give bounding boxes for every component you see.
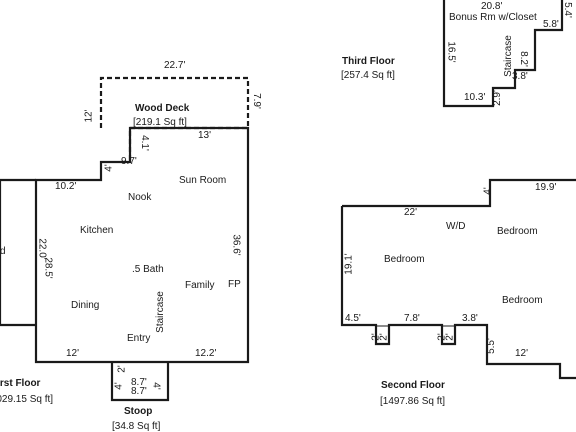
dim-third-2-9: 2.9' <box>491 90 503 106</box>
room-bonus: Bonus Rm w/Closet <box>449 12 537 23</box>
dim-first-10-2: 10.2' <box>55 181 77 192</box>
second-floor-title: Second Floor <box>381 380 445 391</box>
room-family: Family <box>185 280 215 291</box>
third-floor-outline <box>442 0 564 108</box>
dim-stoop-4a: 4' <box>113 382 125 390</box>
room-entry: Entry <box>127 333 151 344</box>
second-floor-outline <box>340 178 576 380</box>
dim-second-19-1: 19.1' <box>343 253 355 275</box>
third-floor-title: Third Floor <box>342 56 395 67</box>
dim-third-20-8: 20.8' <box>481 1 503 12</box>
second-floor-nook-b <box>441 325 456 345</box>
room-fireplace: FP <box>228 279 241 290</box>
dim-third-5-8: 5.8' <box>543 19 559 30</box>
dim-second-4: 4' <box>482 187 494 195</box>
dim-second-19-9: 19.9' <box>535 182 557 193</box>
room-kitchen: Kitchen <box>80 225 114 236</box>
dim-second-2d: 2' <box>444 333 456 341</box>
dim-deck-left: 12' <box>83 109 95 123</box>
dim-third-3-8: 3.8' <box>512 71 528 82</box>
dim-second-7-8: 7.8' <box>404 313 420 324</box>
room-bedroom-left: Bedroom <box>384 254 425 265</box>
room-bedroom-right-bottom: Bedroom <box>502 295 543 306</box>
room-half-bath: .5 Bath <box>132 264 164 275</box>
room-dining: Dining <box>71 300 100 311</box>
dim-deck-right: 7.9' <box>250 93 262 109</box>
dim-stoop-8-7b: 8.7' <box>131 386 147 397</box>
room-nook: Nook <box>128 192 152 203</box>
first-floor-title: First Floor <box>0 378 41 389</box>
left-partial-wall <box>0 178 36 327</box>
room-sun-room: Sun Room <box>179 175 227 186</box>
first-floor-area: [2029.15 Sq ft] <box>0 394 54 405</box>
dim-second-2b: 2' <box>378 333 390 341</box>
third-floor-area: [257.4 Sq ft] <box>341 70 395 81</box>
stoop-outline <box>110 362 170 402</box>
dim-third-5-4: 5.4' <box>561 2 573 18</box>
dim-stoop-8-7a: 8.7' <box>131 377 147 388</box>
dim-third-8-2: 8.2' <box>517 51 529 67</box>
dim-first-left-b: 28.5' <box>42 257 54 279</box>
dim-second-12: 12' <box>515 348 529 359</box>
dim-third-16-5: 16.5' <box>445 41 457 63</box>
deck-area: [219.1 Sq ft] <box>133 117 187 128</box>
room-washer-dryer: W/D <box>446 221 466 232</box>
dim-third-10-3: 10.3' <box>464 92 486 103</box>
dim-first-bottom-left: 12' <box>66 348 80 359</box>
dim-deck-13: 13' <box>198 130 212 141</box>
dim-second-3-8: 3.8' <box>462 313 478 324</box>
dim-stoop-4b: 4' <box>150 382 162 390</box>
dim-first-right: 36.6' <box>230 234 242 256</box>
deck-title: Wood Deck <box>135 103 190 114</box>
stoop-title: Stoop <box>124 406 153 417</box>
dim-stoop-2: 2' <box>116 365 128 373</box>
dim-first-bottom-right: 12.2' <box>195 348 217 359</box>
wood-deck-outline <box>99 76 250 162</box>
second-floor-nook-a <box>375 325 390 345</box>
dim-deck-9-7: 9.7' <box>121 156 137 167</box>
dim-deck-top: 22.7' <box>164 60 186 71</box>
dim-second-5-5: 5.5' <box>485 338 497 354</box>
dim-deck-4-1: 4.1' <box>138 135 150 151</box>
second-floor-area: [1497.86 Sq ft] <box>380 396 446 407</box>
dim-second-22: 22' <box>404 207 418 218</box>
partial-room-label: d <box>0 246 6 257</box>
dim-second-4-5: 4.5' <box>345 313 361 324</box>
room-staircase-first: Staircase <box>154 291 166 333</box>
first-floor-outline <box>34 126 250 364</box>
room-bedroom-right-top: Bedroom <box>497 226 538 237</box>
stoop-area: [34.8 Sq ft] <box>112 421 161 432</box>
dim-deck-4: 4' <box>103 164 115 172</box>
